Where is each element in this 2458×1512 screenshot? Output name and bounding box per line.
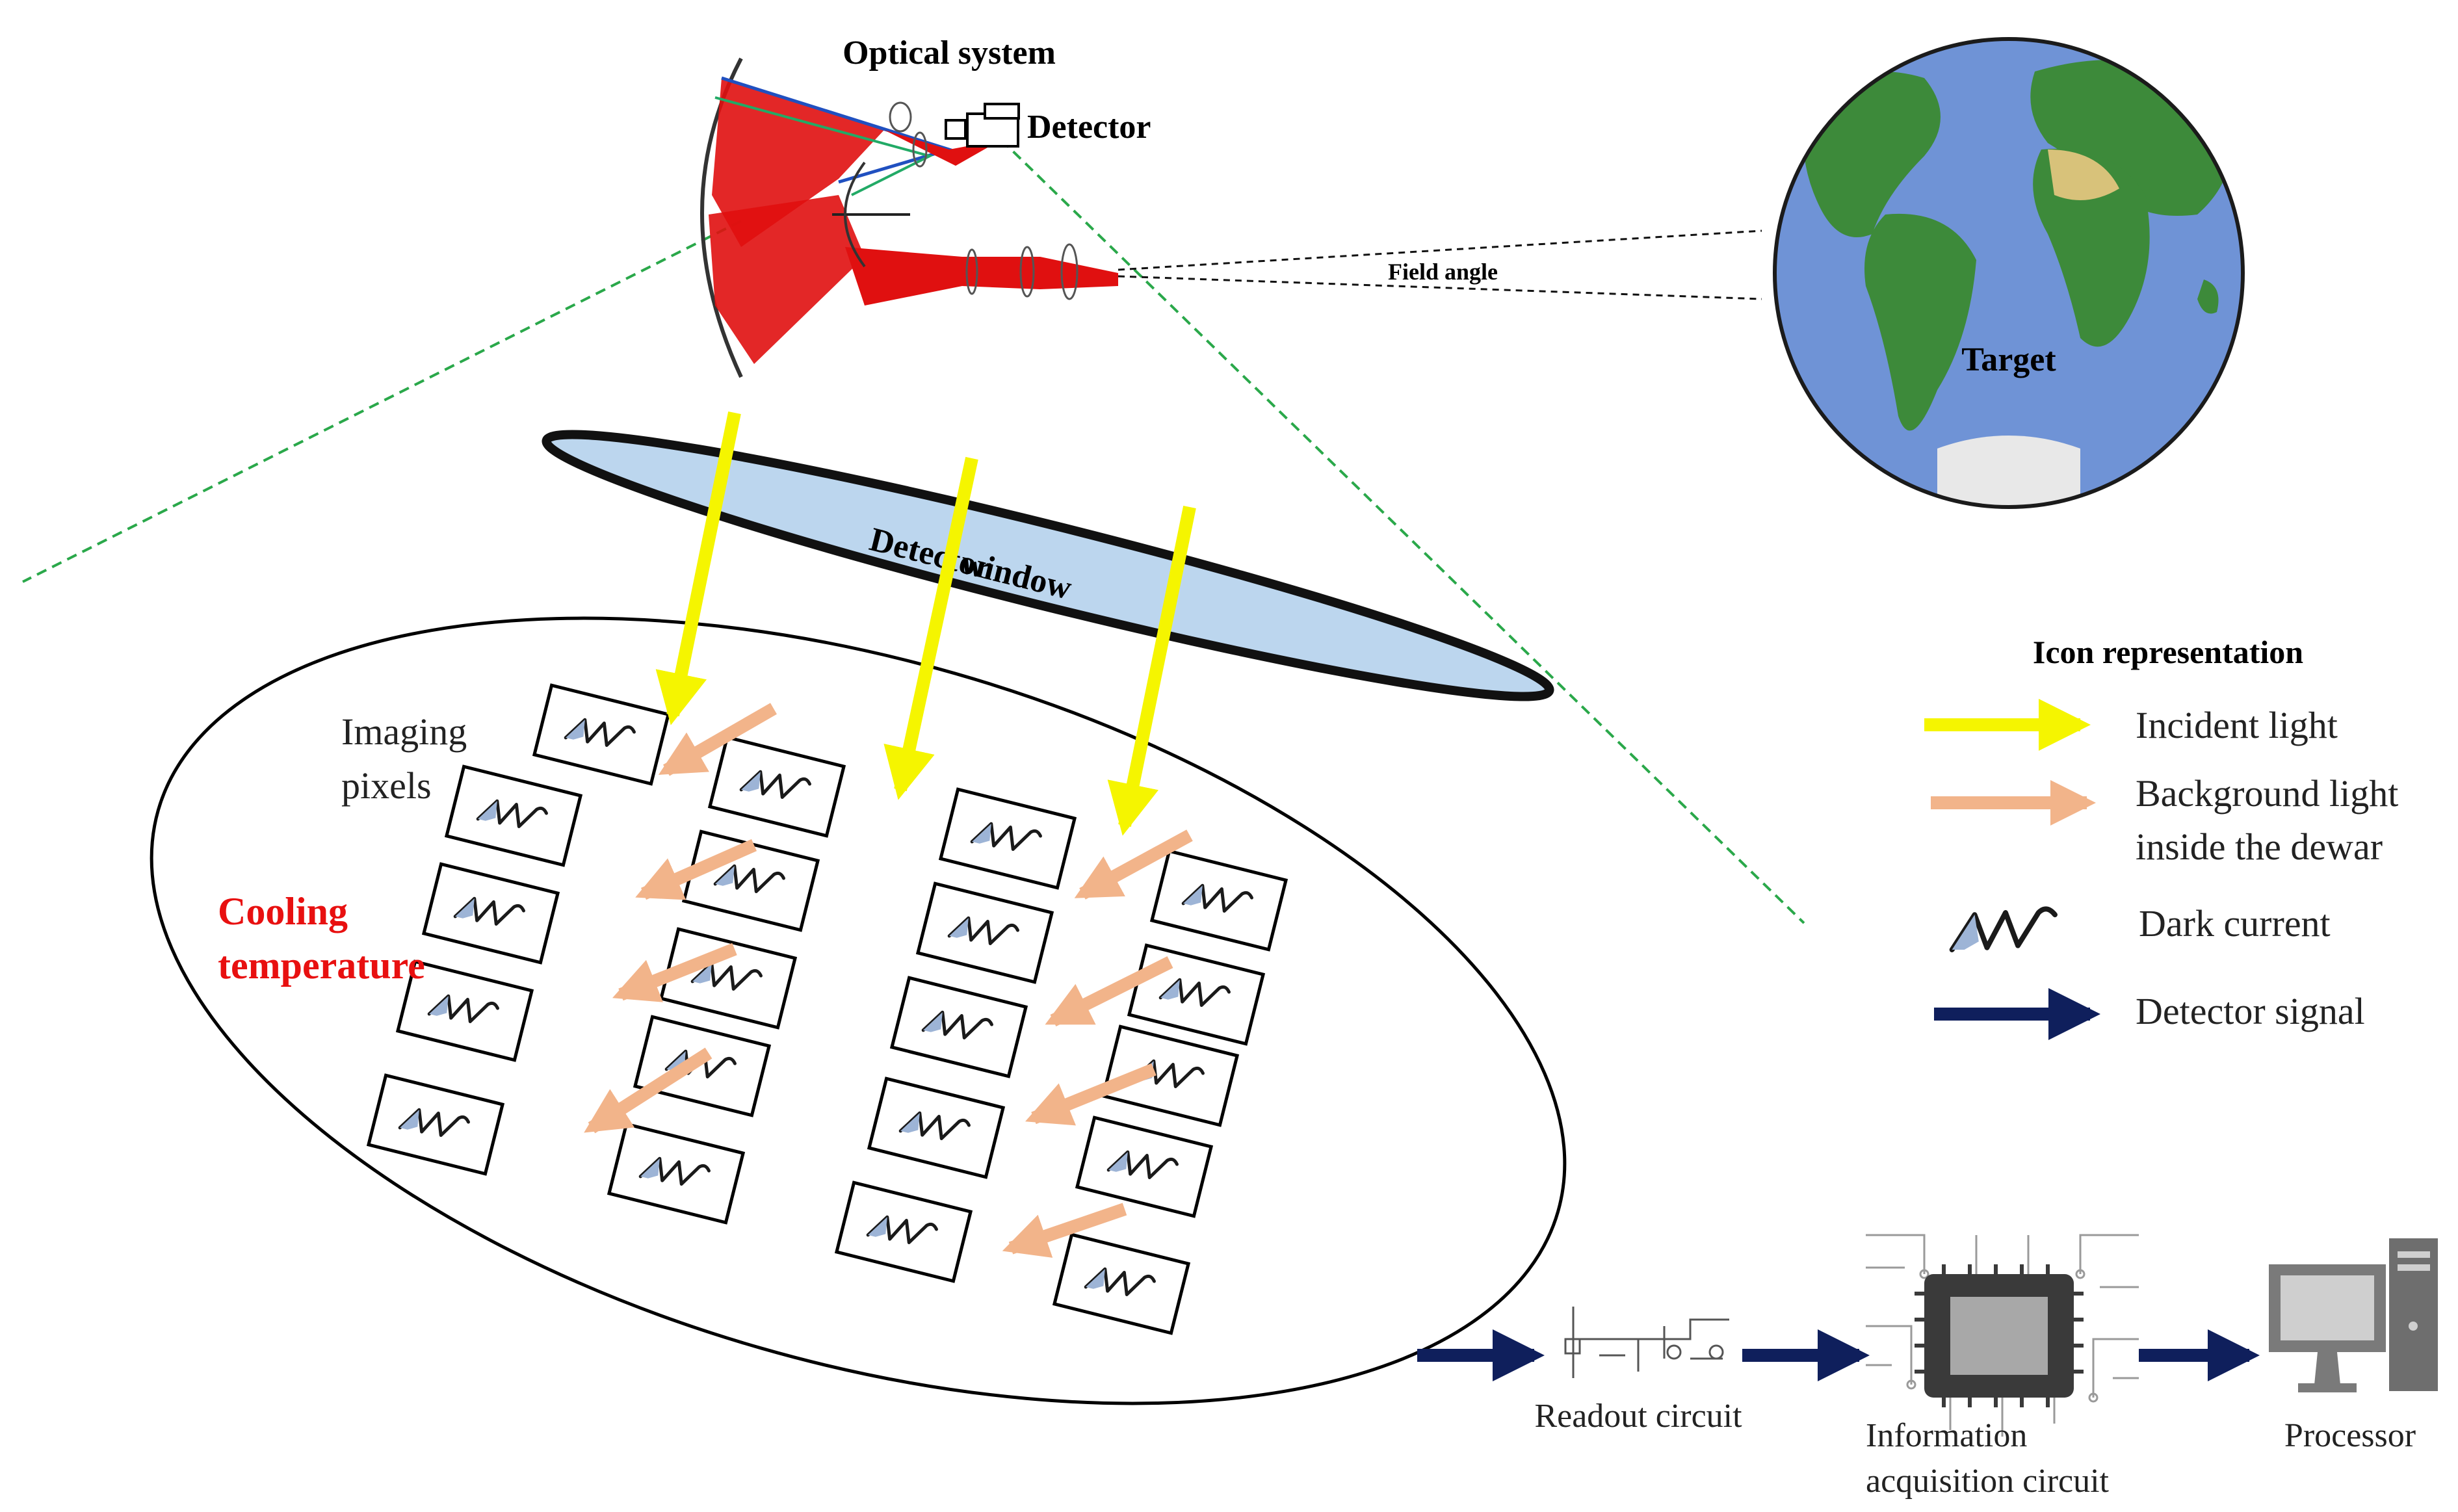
- imaging-pixel: [915, 881, 1054, 984]
- legend-detector-signal-label: Detector signal: [2136, 990, 2365, 1032]
- detector-label: Detector: [1027, 109, 1151, 146]
- imaging-pixel: [1127, 943, 1266, 1046]
- imaging-pixels-label-line2: pixels: [341, 764, 432, 807]
- legend: Icon representation Incident light Backg…: [1924, 634, 2398, 1040]
- imaging-pixel: [395, 959, 534, 1062]
- cooling-temperature-label-line1: Cooling: [218, 890, 348, 933]
- legend-background-label-line1: Background light: [2136, 772, 2398, 815]
- imaging-pixel: [1149, 849, 1288, 952]
- imaging-pixel: [366, 1073, 505, 1176]
- imaging-pixel-array: [366, 683, 1288, 1335]
- target-label: Target: [1961, 341, 2056, 378]
- field-angle-label: Field angle: [1388, 259, 1498, 285]
- imaging-pixel: [889, 976, 1028, 1078]
- legend-title: Icon representation: [2033, 634, 2303, 670]
- imaging-pixel: [707, 735, 846, 838]
- cooling-temperature-label-line2: temperature: [218, 944, 425, 987]
- signal-chain: Readout circuit Information acquisition …: [1417, 1234, 2438, 1500]
- imaging-pixel: [1052, 1232, 1191, 1335]
- readout-circuit-icon: [1564, 1307, 1729, 1378]
- imaging-pixel: [1075, 1115, 1214, 1218]
- incident-light-arrows: [655, 411, 1196, 836]
- detector-icon: [945, 103, 1020, 148]
- field-angle-lines: [1118, 229, 1762, 300]
- field-of-view-cone: [22, 138, 1805, 924]
- imaging-pixel: [938, 787, 1077, 890]
- readout-circuit-label: Readout circuit: [1534, 1398, 1742, 1435]
- imaging-pixel: [659, 927, 798, 1030]
- acquisition-circuit-label-line1: Information: [1866, 1417, 2027, 1454]
- imaging-pixel: [421, 862, 560, 965]
- imaging-pixel: [532, 683, 671, 786]
- imaging-pixel: [633, 1015, 772, 1117]
- imaging-pixel: [444, 764, 583, 867]
- imaging-pixel: [867, 1076, 1006, 1179]
- detector-window: [542, 430, 1554, 701]
- imaging-pixel: [607, 1122, 746, 1225]
- imaging-pixel: [1101, 1024, 1240, 1127]
- legend-incident-label: Incident light: [2136, 704, 2338, 746]
- optical-system: [700, 57, 1118, 378]
- processor-computer-icon: [2269, 1238, 2438, 1392]
- imaging-pixel: [834, 1180, 973, 1283]
- legend-dark-current-label: Dark current: [2139, 902, 2331, 945]
- optical-system-title: Optical system: [843, 34, 1056, 72]
- acquisition-circuit-chip-icon: [1866, 1234, 2139, 1437]
- earth-target-globe: [1773, 37, 2245, 509]
- legend-background-label-line2: inside the dewar: [2136, 826, 2383, 868]
- legend-dark-current-icon: [1952, 909, 2055, 950]
- background-light-arrows: [584, 703, 1193, 1258]
- imaging-pixels-label-line1: Imaging: [341, 710, 467, 753]
- acquisition-circuit-label-line2: acquisition circuit: [1866, 1463, 2110, 1500]
- focal-plane-ellipse: [150, 616, 1567, 1405]
- processor-label: Processor: [2284, 1417, 2416, 1454]
